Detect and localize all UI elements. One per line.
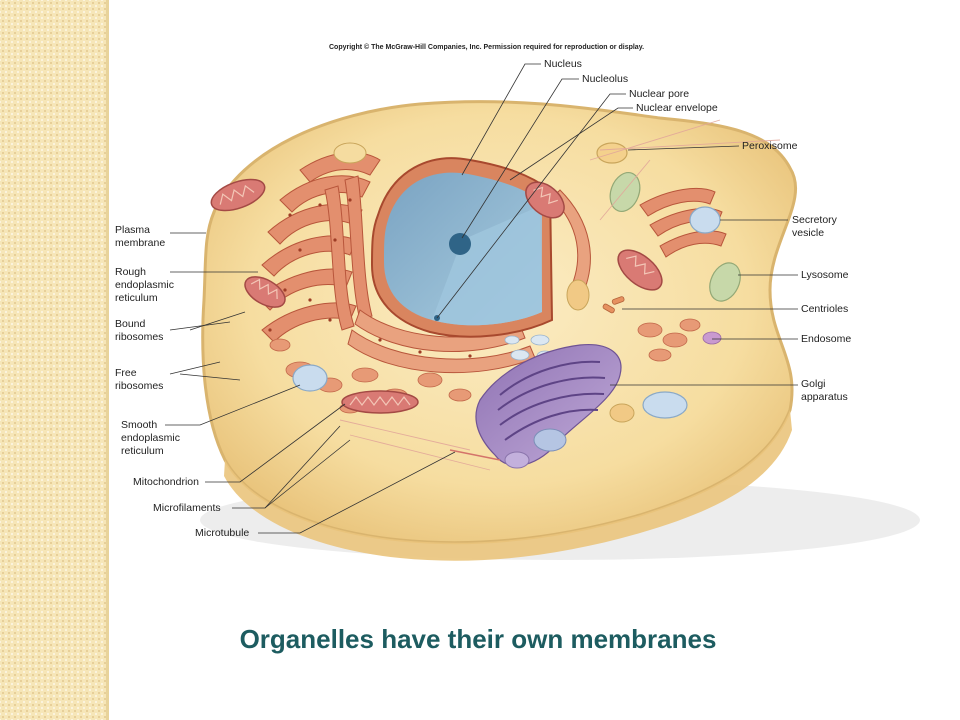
label-nucleus: Nucleus (544, 58, 582, 70)
golgi-apparatus (475, 343, 622, 469)
label-smooth-er: Smooth endoplasmic reticulum (121, 419, 180, 458)
secretory-vesicle (689, 206, 721, 234)
er-around-nucleus (347, 189, 591, 374)
vesicle-blue-right (642, 391, 688, 419)
vesicle-upper (333, 142, 367, 164)
label-centrioles: Centrioles (801, 303, 849, 315)
label-free-ribosomes: Free ribosomes (115, 367, 163, 393)
nucleus-cut-face (432, 205, 542, 326)
label-line: reticulum (115, 292, 158, 304)
label-line: vesicle (792, 227, 825, 239)
mitochondrion-left (244, 276, 286, 308)
label-mitochondrion: Mitochondrion (133, 476, 199, 488)
side-strip-edge (106, 0, 109, 720)
label-line: membrane (115, 237, 166, 249)
label-lysosome: Lysosome (801, 269, 849, 281)
label-line: Rough (115, 266, 146, 278)
lysosome (709, 262, 741, 302)
label-peroxisome: Peroxisome (742, 140, 798, 152)
mitochondrion-upper-left (210, 178, 266, 212)
label-golgi-apparatus: Golgi apparatus (801, 378, 848, 404)
bound-ribosomes (268, 198, 472, 358)
green-vesicle (609, 172, 641, 212)
label-line: Smooth (121, 419, 158, 431)
mitochondrion-center (341, 390, 419, 414)
copyright-notice: Copyright © The McGraw-Hill Companies, I… (329, 44, 645, 51)
slide-caption-row: Organelles have their own membranes (0, 624, 960, 655)
label-line: apparatus (801, 391, 848, 403)
vesicle-small-orange (609, 403, 635, 423)
label-rough-er: Rough endoplasmic reticulum (115, 266, 174, 305)
label-secretory-vesicle: Secretory vesicle (792, 214, 837, 240)
label-plasma-membrane: Plasma membrane (115, 224, 165, 250)
vesicle-orange (566, 279, 590, 311)
label-line: ribosomes (115, 331, 164, 343)
slide-caption: Organelles have their own membranes (239, 624, 717, 654)
leader-lines (165, 63, 798, 534)
label-nuclear-envelope: Nuclear envelope (636, 102, 718, 114)
label-line: Bound (115, 318, 146, 330)
centrioles (602, 296, 625, 314)
endosome (637, 318, 722, 362)
mitochondrion-right (617, 249, 663, 291)
label-line: reticulum (121, 445, 164, 457)
label-nuclear-pore: Nuclear pore (629, 88, 690, 100)
label-microfilaments: Microfilaments (153, 502, 221, 514)
nucleolus (449, 233, 471, 255)
label-line: Free (115, 367, 137, 379)
label-endosome: Endosome (801, 333, 852, 345)
label-line: endoplasmic (115, 279, 174, 291)
label-line: endoplasmic (121, 432, 180, 444)
label-line: Secretory (792, 214, 837, 226)
microtubule (449, 449, 501, 461)
label-line: Golgi (801, 378, 826, 390)
label-line: Plasma (115, 224, 151, 236)
decorative-side-strip (0, 0, 106, 720)
label-nucleolus: Nucleolus (582, 73, 629, 85)
vesicle-blue-left (292, 364, 328, 392)
label-bound-ribosomes: Bound ribosomes (115, 318, 163, 344)
label-microtubule: Microtubule (195, 527, 250, 539)
microfilaments (339, 119, 781, 471)
label-line: ribosomes (115, 380, 164, 392)
cell-rim (224, 410, 792, 561)
rough-er (257, 152, 381, 343)
